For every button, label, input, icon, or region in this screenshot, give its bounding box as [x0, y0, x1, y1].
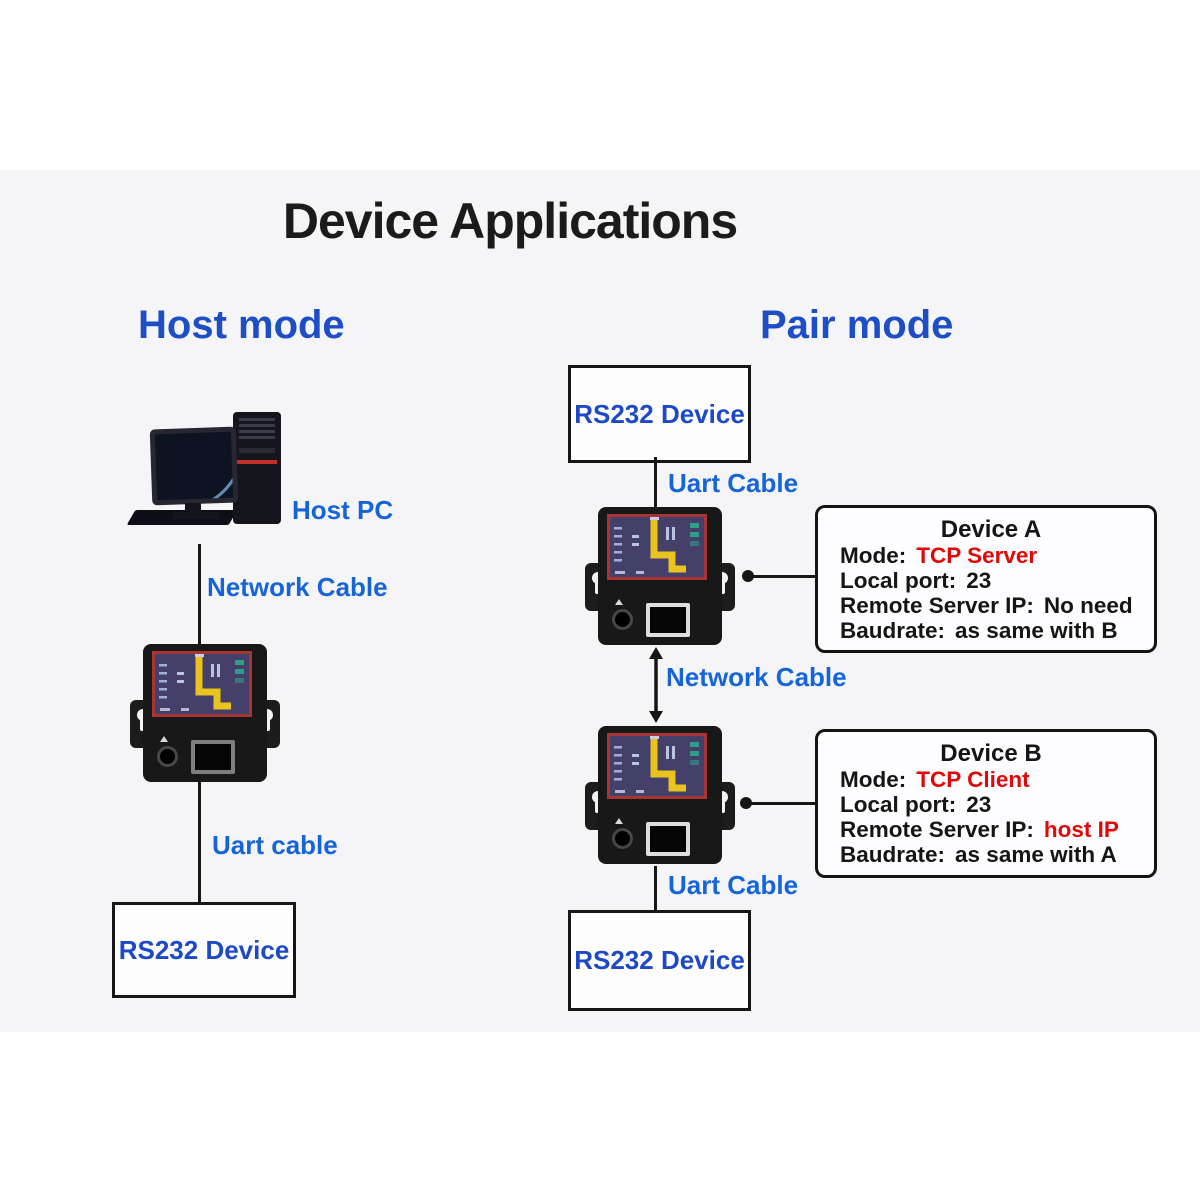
rs232-device-box-pair-bottom: RS232 Device	[568, 910, 751, 1011]
host-pc-illustration	[126, 410, 293, 530]
device-a-remote-row: Remote Server IP: No need	[840, 593, 1142, 618]
device-a-mode-row: Mode: TCP Server	[840, 543, 1142, 568]
uart-cable-label-pair-bottom: Uart Cable	[668, 870, 799, 900]
baud-label: Baudrate:	[840, 618, 946, 643]
device-b-mode-row: Mode: TCP Client	[840, 767, 1142, 792]
page-title: Device Applications	[282, 193, 738, 249]
keyhole-slot	[264, 718, 270, 731]
mode-value: TCP Server	[916, 543, 1038, 568]
device-a-title: Device A	[940, 516, 1042, 543]
converter-label-artwork	[159, 654, 244, 711]
port-value: 23	[966, 568, 992, 593]
device-b-baud-row: Baudrate: as same with A	[840, 842, 1142, 867]
remote-label: Remote Server IP:	[840, 593, 1034, 618]
power-mark-icon	[615, 599, 623, 605]
serial-converter-host	[130, 644, 280, 782]
host-mode-heading: Host mode	[138, 303, 345, 347]
pair-mode-heading: Pair mode	[760, 303, 954, 347]
mode-label: Mode:	[840, 543, 907, 568]
device-b-info-box: Device B Mode: TCP Client Local port: 23 R…	[815, 729, 1157, 878]
converter-body	[598, 726, 722, 864]
rs232-device-text: RS232 Device	[574, 398, 745, 429]
converter-top-label	[607, 733, 707, 799]
device-b-remote-row: Remote Server IP: host IP	[840, 817, 1142, 842]
port-label: Local port:	[840, 792, 957, 817]
rs232-device-box-host: RS232 Device	[112, 902, 296, 998]
pc-monitor-stand	[185, 503, 201, 514]
device-b-port-row: Local port: 23	[840, 792, 1142, 817]
converter-body	[143, 644, 267, 782]
rs232-device-box-pair-top: RS232 Device	[568, 365, 751, 463]
power-jack	[612, 828, 633, 849]
pc-accent-stripe	[237, 460, 277, 464]
uart-cable-line-pair-bottom	[654, 866, 657, 910]
port-value: 23	[966, 792, 992, 817]
network-cable-double-arrow	[649, 647, 663, 723]
device-b-title: Device B	[940, 740, 1042, 767]
ethernet-port	[646, 603, 690, 637]
power-jack	[612, 609, 633, 630]
uart-cable-line-host	[198, 782, 201, 902]
baud-value: as same with A	[955, 842, 1117, 867]
uart-cable-label-host: Uart cable	[212, 830, 338, 860]
pc-drive-slot	[239, 448, 275, 453]
keyhole-slot	[719, 581, 725, 594]
converter-label-artwork	[614, 517, 699, 574]
callout-line-device-b	[746, 802, 815, 805]
converter-top-label	[152, 651, 252, 717]
power-mark-icon	[160, 736, 168, 742]
network-cable-label-host: Network Cable	[207, 572, 388, 602]
mode-label: Mode:	[840, 767, 907, 792]
baud-value: as same with B	[955, 618, 1118, 643]
uart-cable-label-pair-top: Uart Cable	[668, 468, 799, 498]
rs232-device-text: RS232 Device	[574, 945, 745, 975]
pc-screen-swoosh	[154, 431, 234, 501]
device-a-info-box: Device A Mode: TCP Server Local port: 23 R…	[815, 505, 1157, 653]
converter-top-label	[607, 514, 707, 580]
ethernet-port	[191, 740, 235, 774]
rs232-device-text: RS232 Device	[118, 934, 290, 965]
mode-value: TCP Client	[916, 767, 1030, 792]
remote-value: No need	[1043, 593, 1133, 618]
power-mark-icon	[615, 818, 623, 824]
remote-label: Remote Server IP:	[840, 817, 1034, 842]
network-cable-label-pair: Network Cable	[666, 662, 847, 692]
host-pc-label: Host PC	[292, 495, 394, 525]
ethernet-port	[646, 822, 690, 856]
power-jack	[157, 746, 178, 767]
pc-drive-bays	[239, 418, 275, 440]
pc-screen	[154, 431, 234, 501]
remote-value: host IP	[1043, 817, 1119, 842]
keyhole-slot	[719, 800, 725, 813]
converter-body	[598, 507, 722, 645]
device-a-port-row: Local port: 23	[840, 568, 1142, 593]
device-a-baud-row: Baudrate: as same with B	[840, 618, 1142, 643]
serial-converter-device-b	[585, 726, 735, 864]
pc-monitor	[149, 426, 239, 506]
network-cable-line-host	[198, 544, 201, 644]
pc-monitor-base	[173, 512, 219, 519]
baud-label: Baudrate:	[840, 842, 946, 867]
converter-label-artwork	[614, 736, 699, 793]
uart-cable-line-pair-top	[654, 457, 657, 507]
callout-line-device-a	[748, 575, 815, 578]
pc-tower	[233, 412, 281, 524]
serial-converter-device-a	[585, 507, 735, 645]
port-label: Local port:	[840, 568, 957, 593]
